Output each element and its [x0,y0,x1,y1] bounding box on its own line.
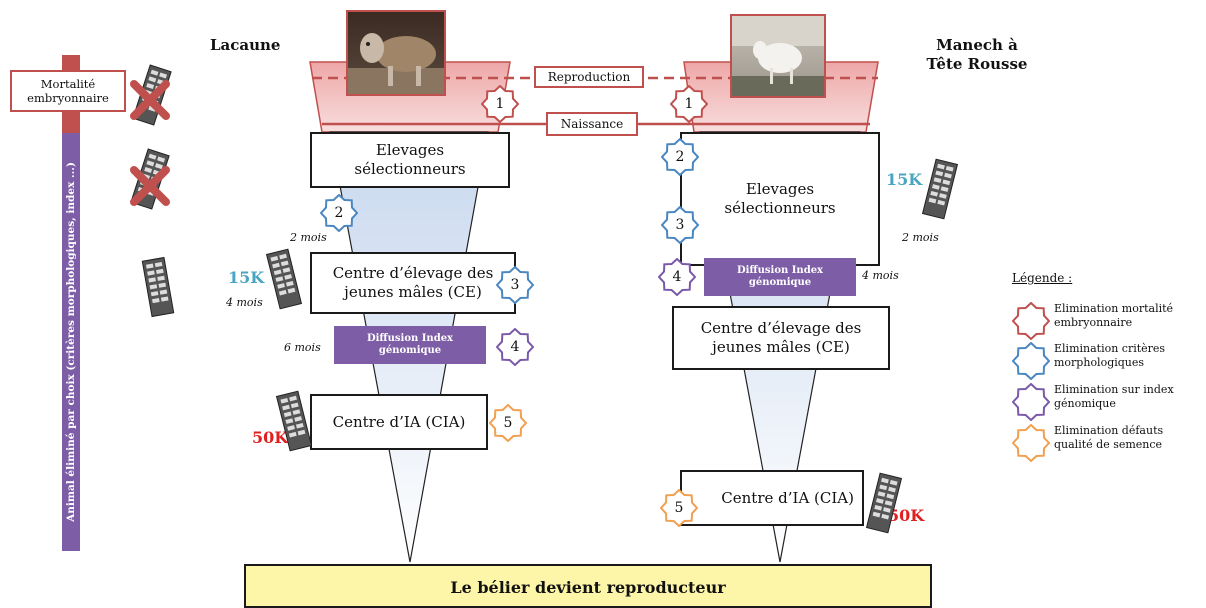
sheep-manech-drawing [732,16,824,96]
orange-star-icon [1012,424,1050,462]
mortalite-box: Mortalité embryonnaire [10,70,126,112]
left-star-5: 5 [489,404,527,442]
left-star-4: 4 [496,328,534,366]
left-star-1: 1 [481,85,519,123]
left-15k-label: 15K [228,268,265,287]
left-star-3: 3 [496,266,534,304]
manech-title: Manech à Tête Rousse [926,36,1028,73]
lacaune-title: Lacaune [210,36,281,54]
sheep-photo-manech [730,14,826,98]
reproduction-label: Reproduction [534,66,644,88]
red-star-icon [1012,302,1050,340]
right-50k-label: 50K [888,506,925,525]
purple-star-icon [1012,383,1050,421]
left-cia-box: Centre d’IA (CIA) [310,394,488,450]
blue-star-icon [1012,342,1050,380]
right-15k-label: 15K [886,170,923,189]
right-star-1: 1 [670,85,708,123]
naissance-label: Naissance [546,112,638,136]
left-age-4: 4 mois [226,296,263,309]
red-cross-icon [130,166,170,206]
sheep-photo-lacaune [346,10,446,96]
choice-bar-label: Animal éliminé par choix (critères morph… [65,162,77,522]
right-star-4: 4 [658,258,696,296]
right-star-3: 3 [661,206,699,244]
right-elevages-box: Elevages sélectionneurs [680,132,880,266]
bottom-banner: Le bélier devient reproducteur [244,564,932,608]
right-ce-box: Centre d’élevage des jeunes mâles (CE) [672,306,890,370]
right-star-2: 2 [661,138,699,176]
left-elevages-box: Elevages sélectionneurs [310,132,510,188]
red-cross-icon [130,80,170,120]
right-age-4: 4 mois [862,269,899,282]
sheep-lacaune-drawing [348,33,444,94]
snp-chip-icon [921,158,959,220]
right-star-5: 5 [660,489,698,527]
snp-chip-icon [265,248,303,310]
snp-chip-icon [865,472,903,534]
left-diffusion-box: Diffusion Index génomique [334,326,486,364]
left-age-2: 2 mois [290,231,327,244]
left-ce-box: Centre d’élevage des jeunes mâles (CE) [310,252,516,314]
legend-title: Légende : [1012,271,1073,285]
left-50k-label: 50K [252,428,289,447]
snp-chip-icon [141,256,175,318]
right-cia-box: Centre d’IA (CIA) [680,470,864,526]
snp-chip-icon [275,390,313,452]
left-star-2: 2 [320,194,358,232]
right-age-2: 2 mois [902,231,939,244]
choice-bar [62,133,80,551]
right-diffusion-box: Diffusion Index génomique [704,258,856,296]
left-age-6: 6 mois [284,341,321,354]
